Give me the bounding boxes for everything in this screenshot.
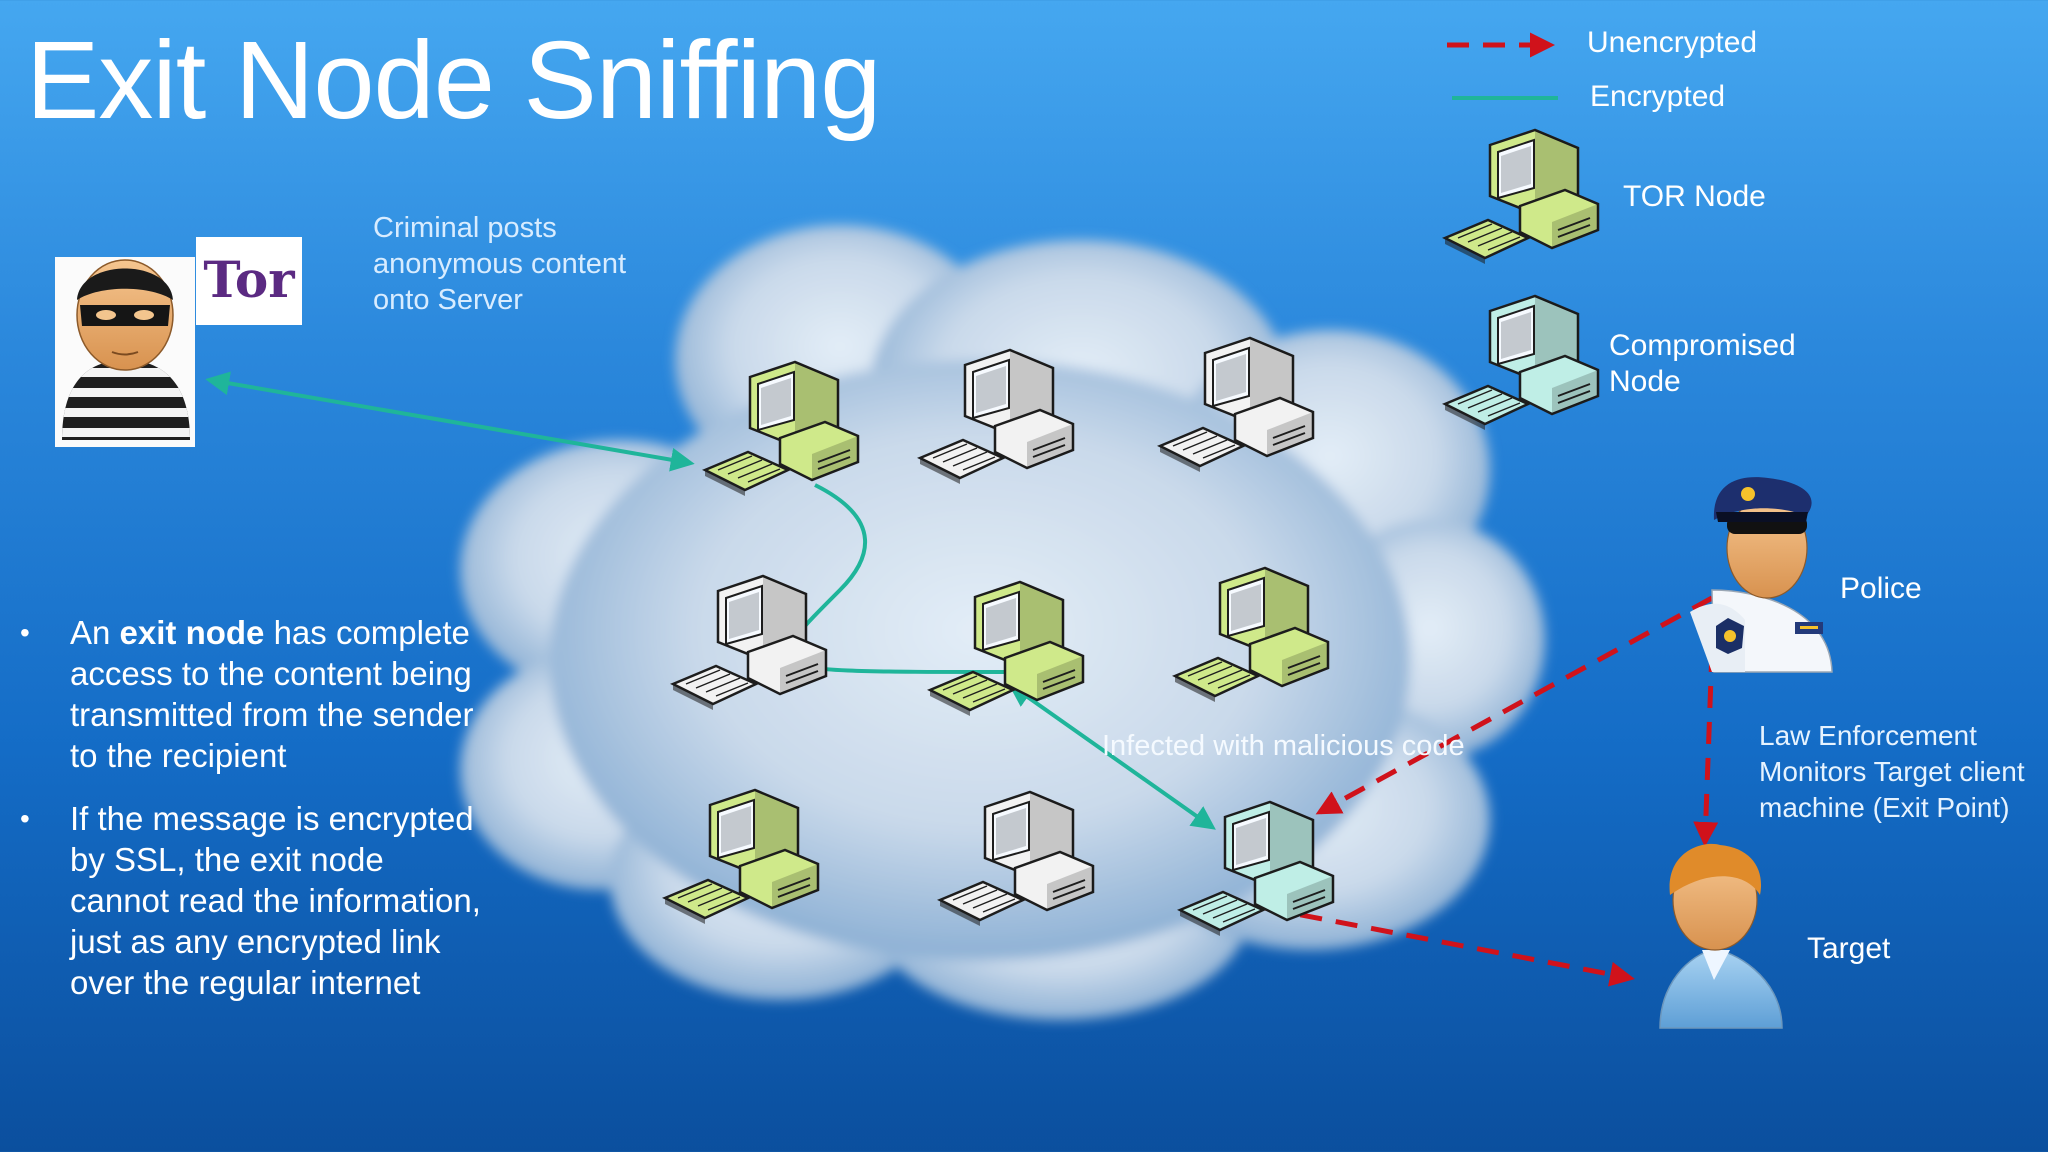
legend-unencrypted-label: Unencrypted	[1587, 26, 1758, 59]
target-person-icon	[1659, 843, 1783, 1029]
legend-tor-node-label: TOR Node	[1623, 180, 1766, 213]
bullet-item: If the message is encrypted by SSL, the …	[20, 798, 490, 1003]
criminal-icon	[55, 257, 195, 447]
unencrypted-path	[1264, 595, 1719, 987]
tor-logo: Tor	[196, 237, 302, 325]
criminal-caption: Criminal posts anonymous content onto Se…	[373, 212, 627, 316]
legend-tor-node-icon	[1443, 128, 1600, 266]
legend-compromised-node-icon	[1443, 294, 1600, 432]
encrypted-link-criminal-entry	[205, 371, 695, 472]
unencrypted-link-police-exit	[1315, 595, 1714, 815]
police-label: Police	[1840, 572, 1922, 605]
bullet-list: An exit node has complete access to the …	[20, 612, 490, 1025]
encrypted-link-relay-exit	[1008, 683, 1216, 830]
legend-compromised-node-label: Compromised Node	[1609, 329, 1796, 398]
page-title: Exit Node Sniffing	[26, 19, 881, 142]
target-label: Target	[1807, 932, 1891, 965]
infected-label: Infected with malicious code	[1102, 730, 1465, 762]
bullet-item: An exit node has complete access to the …	[20, 612, 490, 776]
law-enforcement-label: Law Enforcement Monitors Target client m…	[1759, 720, 2025, 823]
unencrypted-link-police-target	[1693, 649, 1719, 847]
legend-encrypted-label: Encrypted	[1590, 80, 1726, 113]
tor-logo-text: Tor	[203, 250, 295, 309]
police-icon	[1690, 477, 1833, 673]
unencrypted-link-exit-target	[1264, 905, 1635, 987]
